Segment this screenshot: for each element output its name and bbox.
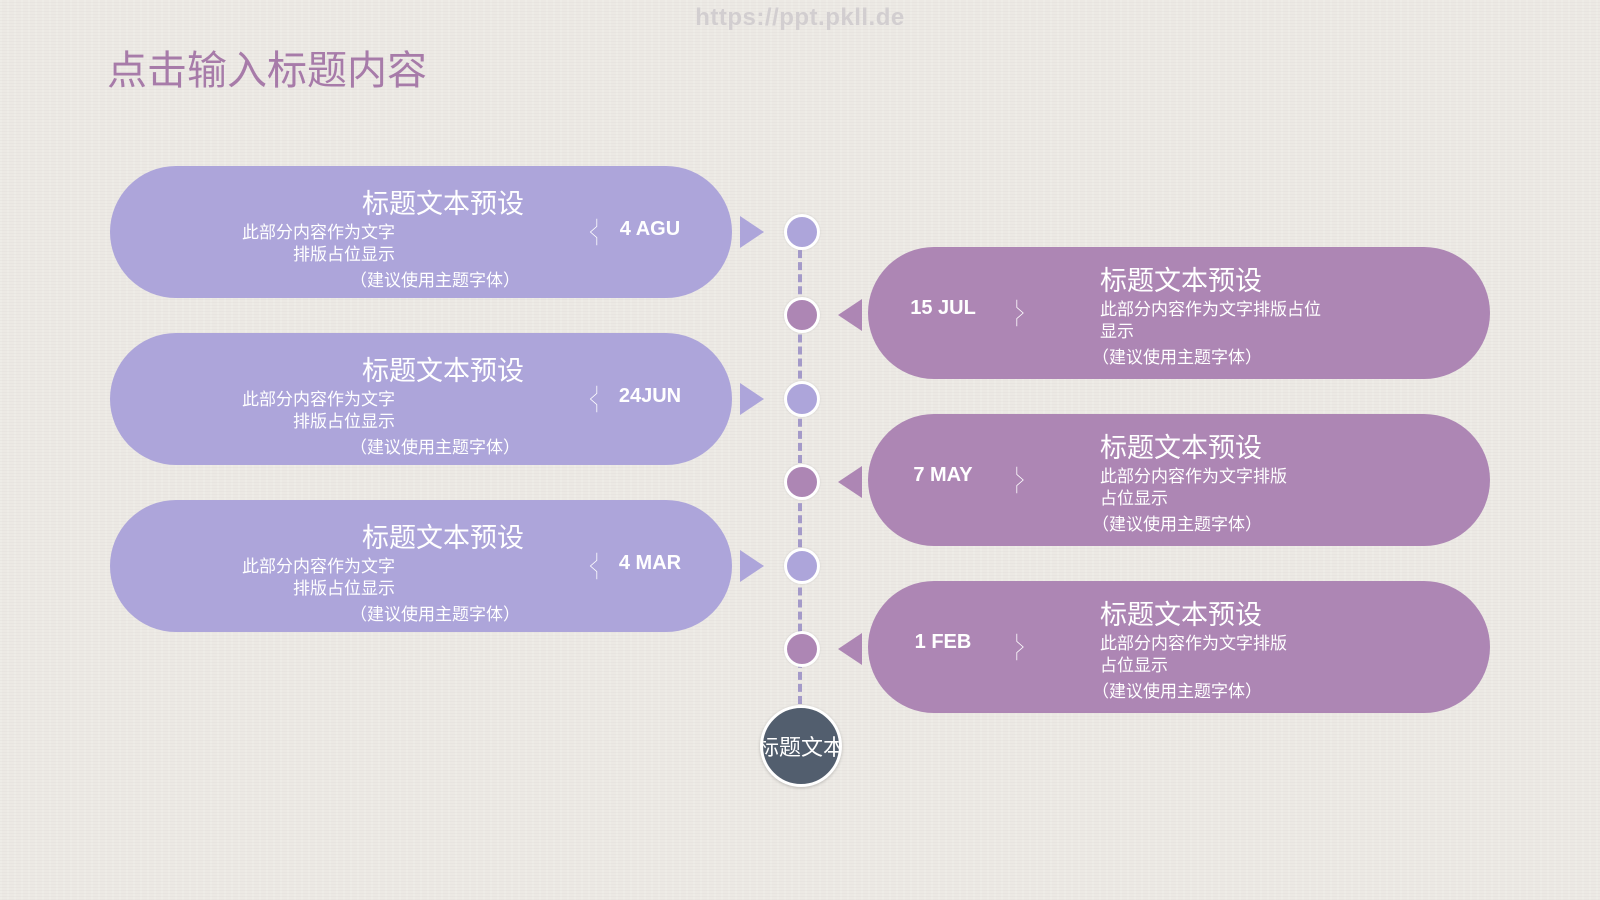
arrow-left-icon	[838, 299, 862, 331]
watermark-url: https://ppt.pkll.de	[695, 4, 905, 31]
card-date: 4 MAR	[618, 552, 682, 574]
timeline-card-left-2[interactable]: 标题文本预设 此部分内容作为文字排版占位显示 （建议使用主题字体） 24JUN	[110, 333, 732, 465]
card-note: （建议使用主题字体）	[1092, 515, 1262, 535]
card-description-line: 此部分内容作为文字排版	[1100, 634, 1287, 654]
card-description: 此部分内容作为文字排版 占位显示	[1100, 633, 1287, 677]
card-title: 标题文本预设	[1100, 433, 1262, 464]
divider-chevron	[1016, 466, 1024, 494]
card-description: 此部分内容作为文字排版占位 显示	[1100, 299, 1321, 343]
card-date: 15 JUL	[910, 297, 976, 319]
divider-chevron	[589, 218, 598, 246]
card-date: 24JUN	[618, 385, 682, 407]
timeline-dot	[784, 297, 820, 333]
arrow-right-icon	[740, 216, 764, 248]
timeline-dot	[784, 548, 820, 584]
card-title: 标题文本预设	[362, 189, 524, 220]
card-title: 标题文本预设	[362, 356, 524, 387]
end-node-label: 标题文本	[760, 736, 842, 761]
card-title: 标题文本预设	[1100, 600, 1262, 631]
arrow-right-icon	[740, 550, 764, 582]
card-description: 此部分内容作为文字排版占位显示	[242, 390, 395, 432]
card-note: （建议使用主题字体）	[1092, 348, 1262, 368]
divider-chevron	[1016, 299, 1024, 327]
divider-chevron	[589, 552, 598, 580]
card-description: 此部分内容作为文字排版占位显示	[242, 557, 395, 599]
page-title[interactable]: 点击输入标题内容	[107, 48, 427, 94]
card-description-line: 此部分内容作为文字排版	[1100, 467, 1287, 487]
card-description: 此部分内容作为文字排版占位显示	[242, 223, 395, 265]
timeline-dot	[784, 381, 820, 417]
timeline-card-right-3[interactable]: 1 FEB 标题文本预设 此部分内容作为文字排版 占位显示 （建议使用主题字体）	[868, 581, 1490, 713]
card-date: 7 MAY	[913, 464, 973, 486]
card-description-line: 占位显示	[1100, 489, 1168, 509]
card-description: 此部分内容作为文字排版 占位显示	[1100, 466, 1287, 510]
card-title: 标题文本预设	[1100, 266, 1262, 297]
card-note: （建议使用主题字体）	[350, 438, 520, 458]
card-note: （建议使用主题字体）	[350, 271, 520, 291]
divider-chevron	[1016, 633, 1024, 661]
card-note: （建议使用主题字体）	[1092, 682, 1262, 702]
timeline-end-node[interactable]: 标题文本	[760, 705, 842, 787]
card-date: 1 FEB	[914, 631, 972, 653]
card-description-line: 占位显示	[1100, 656, 1168, 676]
timeline-card-right-2[interactable]: 7 MAY 标题文本预设 此部分内容作为文字排版 占位显示 （建议使用主题字体）	[868, 414, 1490, 546]
divider-chevron	[589, 385, 598, 413]
card-description-line: 显示	[1100, 322, 1134, 342]
timeline-card-left-1[interactable]: 标题文本预设 此部分内容作为文字排版占位显示 （建议使用主题字体） 4 AGU	[110, 166, 732, 298]
card-note: （建议使用主题字体）	[350, 605, 520, 625]
arrow-left-icon	[838, 466, 862, 498]
arrow-left-icon	[838, 633, 862, 665]
timeline-card-left-3[interactable]: 标题文本预设 此部分内容作为文字排版占位显示 （建议使用主题字体） 4 MAR	[110, 500, 732, 632]
card-title: 标题文本预设	[362, 523, 524, 554]
timeline-dot	[784, 631, 820, 667]
card-date: 4 AGU	[619, 218, 681, 240]
timeline-card-right-1[interactable]: 15 JUL 标题文本预设 此部分内容作为文字排版占位 显示 （建议使用主题字体…	[868, 247, 1490, 379]
card-description-line: 此部分内容作为文字排版占位	[1100, 300, 1321, 320]
timeline-dot	[784, 214, 820, 250]
arrow-right-icon	[740, 383, 764, 415]
timeline-dot	[784, 464, 820, 500]
